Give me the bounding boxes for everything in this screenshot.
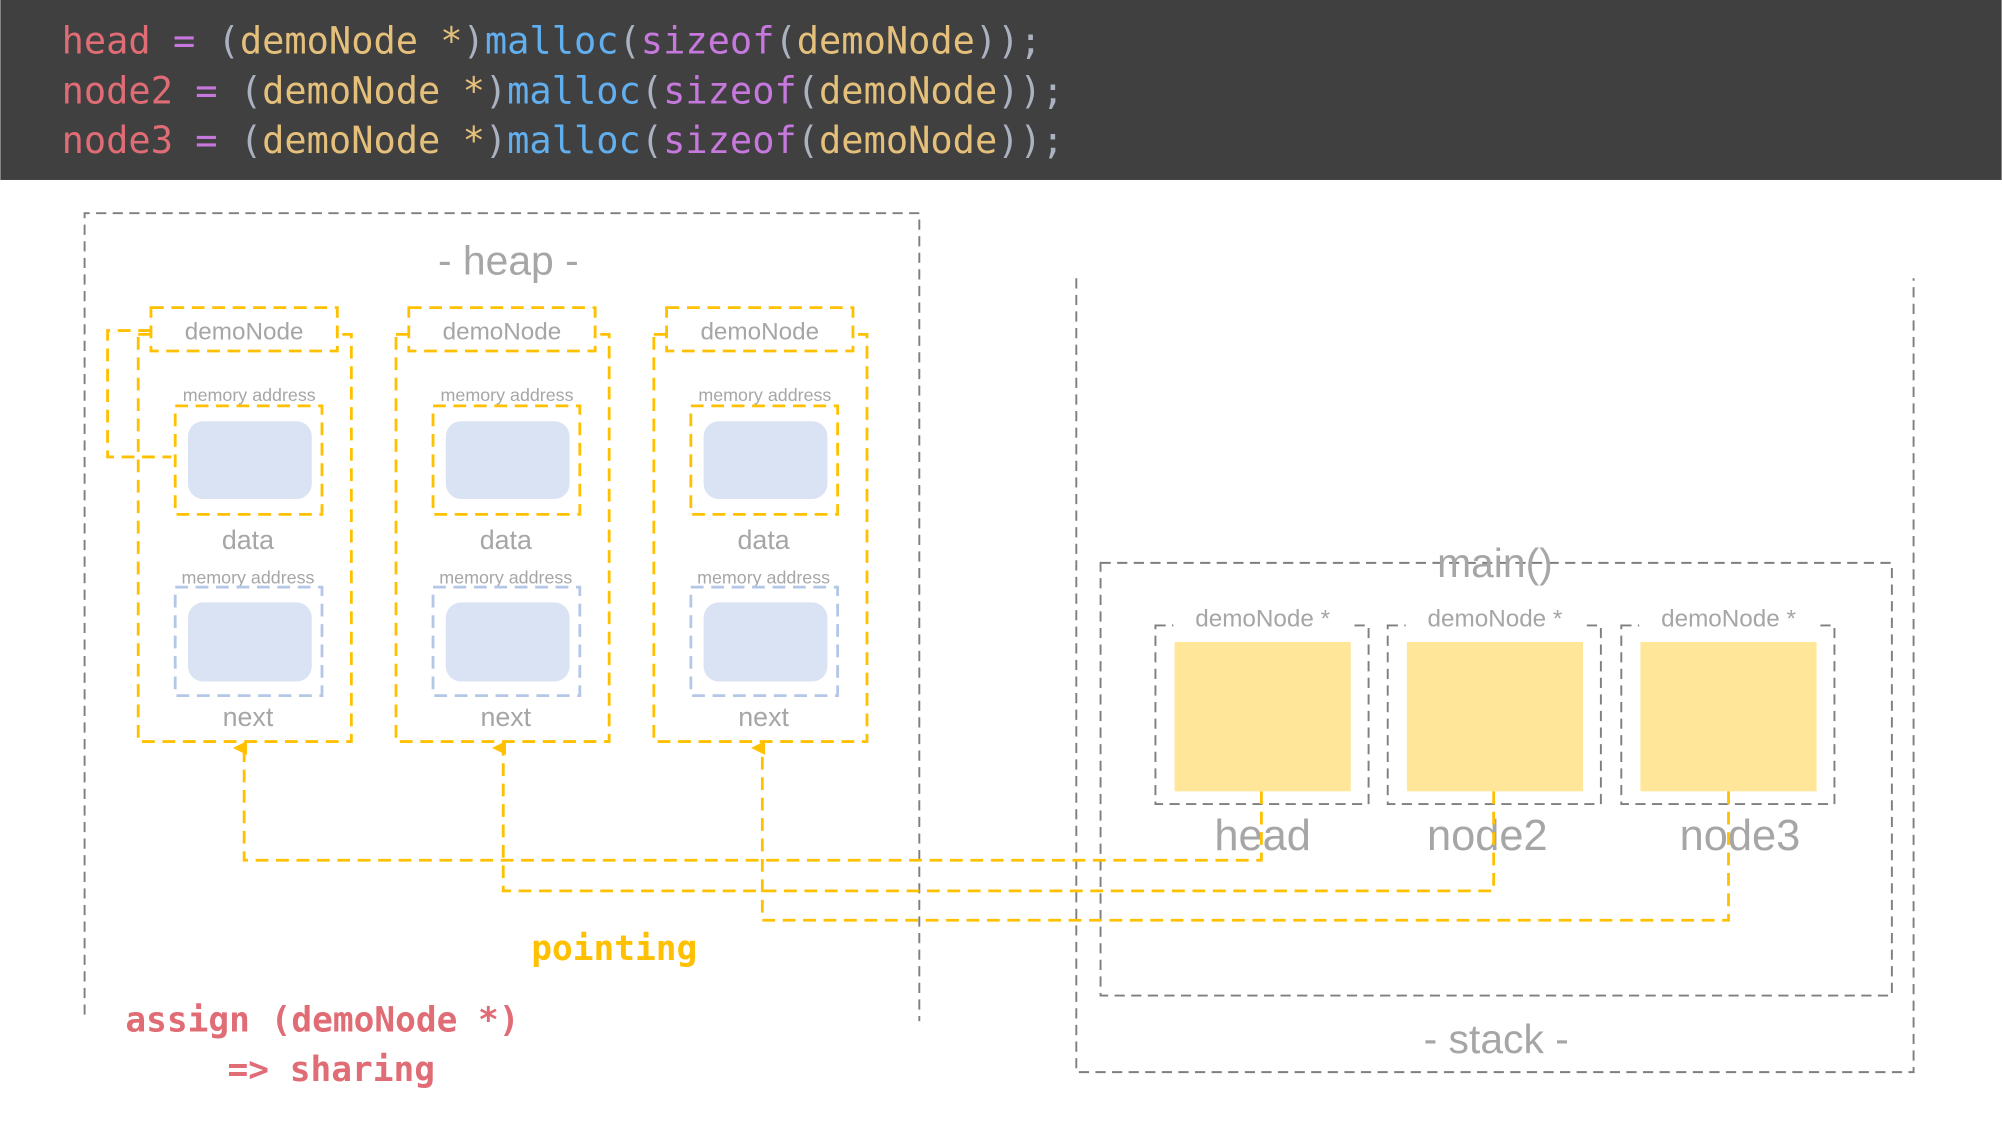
next-field-box [173,585,324,698]
pointer-type-label: demoNode * [1195,606,1330,633]
code-panel [0,0,2002,180]
next-cell [445,602,570,682]
code-token-fn: malloc [485,20,619,63]
code-lines: head = (demoNode *)malloc(sizeof(demoNod… [62,20,1064,163]
pointer-link-node2 [491,740,1496,893]
pointer-value-cell [1640,641,1817,792]
pointer-type-label: demoNode * [1428,606,1563,633]
node-type-box [407,306,597,353]
code-token-end: )); [997,69,1064,112]
data-field-box [689,404,840,516]
code-token-open: ( [240,69,262,112]
sharing-note: => sharing [228,1050,435,1090]
heap-node: demoNode memory address data memory address… [652,306,869,743]
code-token-open: ( [240,119,262,162]
code-token-type: demoNode * [240,20,463,63]
next-address-label: memory address [439,567,572,587]
assign-note: assign (demoNode *) [125,1000,519,1040]
next-address-label: memory address [697,567,830,587]
code-token-fn: malloc [507,119,641,162]
data-cell [445,421,570,500]
code-token-var: head [62,20,151,63]
data-field-box [173,404,324,516]
code-token-arg: demoNode [819,69,997,112]
heap-node: demoNode memory address data memory address… [394,306,611,743]
heap-node: demoNode memory address data memory address… [136,306,353,743]
pointer-link-head [232,740,1263,862]
code-token-end: )); [975,20,1042,63]
code-token-p1: ( [619,20,641,63]
code-token-var: node3 [62,119,173,162]
next-field-box [431,585,582,698]
data-cell [187,421,312,500]
stack-title: - stack - [1424,1016,1569,1062]
code-token-p2: ( [797,69,819,112]
node-type-box [665,306,855,353]
pointer-variable-node2: demoNode * node2 [1386,606,1602,860]
data-cell [703,421,828,500]
code-token-arg: demoNode [797,20,975,63]
heap-border [83,212,921,1022]
pointer-link-node3 [751,740,1730,922]
code-token-open: ( [218,20,240,63]
data-field-label: data [738,525,790,555]
node-type-label: demoNode [443,319,562,346]
pointer-name-label: node3 [1680,812,1801,860]
data-address-label: memory address [441,385,574,405]
code-token-fn: malloc [507,69,641,112]
next-field-label: next [738,702,789,732]
code-token-type: demoNode * [262,119,485,162]
stack-border [1075,278,1915,1074]
pointer-value-cell [1406,641,1584,792]
node-type-label: demoNode [700,319,819,346]
next-field-label: next [223,702,274,732]
code-token-p1: ( [641,119,663,162]
heap-title: - heap - [438,237,579,283]
main-frame-label: main() [1437,540,1553,586]
pointing-label: pointing [531,929,697,969]
pointer-value-cell [1174,641,1351,792]
code-line: node2 = (demoNode *)malloc(sizeof(demoNo… [62,69,1064,112]
code-token-close: ) [485,69,507,112]
next-field-label: next [480,702,531,732]
code-token-kw: sizeof [663,119,797,162]
code-token-close: ) [463,20,485,63]
code-token-p2: ( [797,119,819,162]
next-address-label: memory address [181,567,314,587]
pointer-name-label: node2 [1427,812,1548,860]
node-type-box [149,306,339,353]
code-token-end: )); [997,119,1064,162]
code-line: node3 = (demoNode *)malloc(sizeof(demoNo… [62,119,1064,162]
code-token-type: demoNode * [262,69,485,112]
code-token-p1: ( [641,69,663,112]
code-token-var: node2 [62,69,173,112]
node-type-label: demoNode [185,319,304,346]
data-field-label: data [480,525,532,555]
next-field-box [689,585,840,698]
code-token-close: ) [485,119,507,162]
code-token-arg: demoNode [819,119,997,162]
node1-self-link [106,329,172,459]
code-line: head = (demoNode *)malloc(sizeof(demoNod… [62,20,1042,63]
code-token-kw: sizeof [663,69,797,112]
data-field-label: data [222,525,274,555]
code-token-eq: = [173,119,240,162]
main-frame [1099,561,1893,997]
data-field-box [431,404,582,516]
code-token-kw: sizeof [641,20,775,63]
pointer-variable-node3: demoNode * node3 [1620,606,1836,860]
pointer-type-label: demoNode * [1661,606,1796,633]
code-token-p2: ( [774,20,796,63]
code-token-eq: = [173,69,240,112]
data-address-label: memory address [183,385,316,405]
next-cell [187,602,312,682]
data-address-label: memory address [698,385,831,405]
code-token-eq: = [151,20,218,63]
next-cell [703,602,828,682]
